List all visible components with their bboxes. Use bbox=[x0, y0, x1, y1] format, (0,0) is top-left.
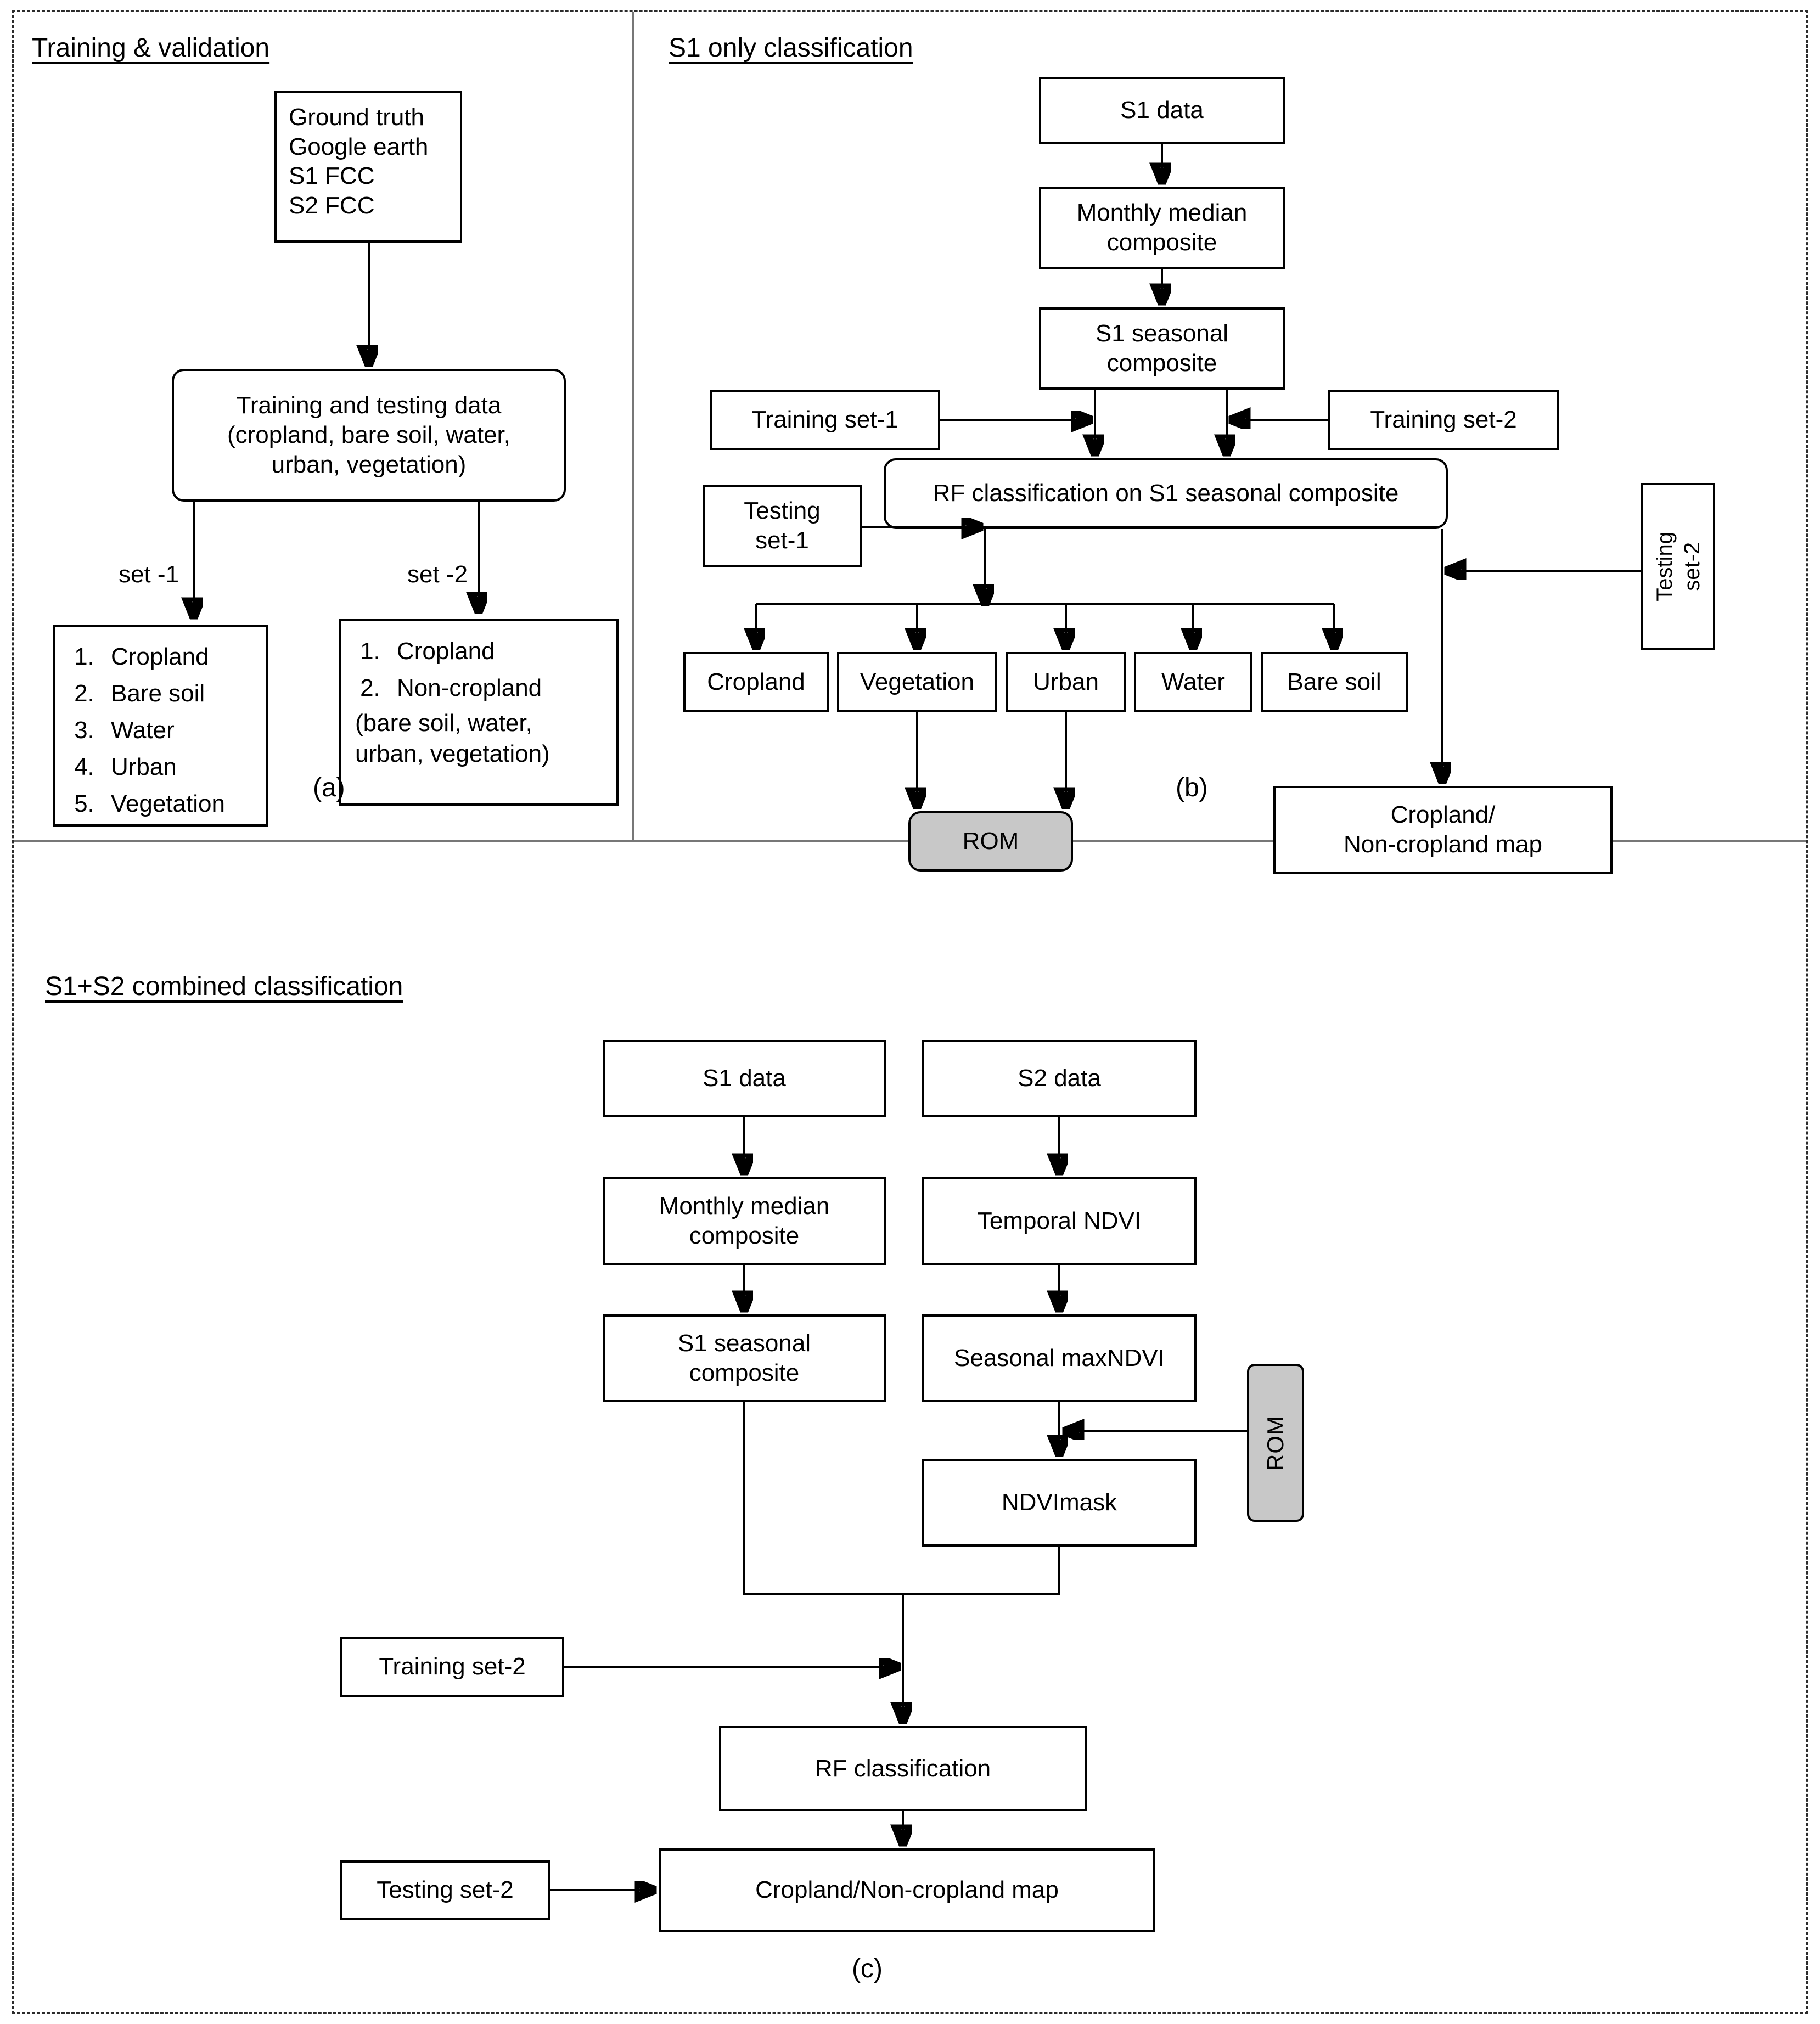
panel-a-heading: Training & validation bbox=[32, 33, 270, 63]
node-b-class-bare-soil: Bare soil bbox=[1261, 652, 1408, 712]
list-item: Bare soil bbox=[101, 676, 259, 712]
panel-b-caption: (b) bbox=[1176, 773, 1208, 802]
node-c-training-set-2: Training set-2 bbox=[340, 1637, 564, 1697]
panel-separator-vertical bbox=[632, 12, 634, 841]
node-c-rom: ROM bbox=[1247, 1364, 1304, 1522]
node-c-testing-set-2: Testing set-2 bbox=[340, 1860, 550, 1920]
testing-set-2-label: Testing set-2 bbox=[1652, 532, 1704, 601]
panel-b-heading: S1 only classification bbox=[669, 33, 913, 63]
node-b-training-set-1: Training set-1 bbox=[710, 390, 940, 450]
node-c-cropland-noncropland-map: Cropland/Non-cropland map bbox=[659, 1848, 1155, 1932]
node-b-training-set-2: Training set-2 bbox=[1328, 390, 1559, 450]
node-c-rf-classification: RF classification bbox=[719, 1726, 1087, 1811]
node-b-s1-data: S1 data bbox=[1039, 77, 1285, 144]
rom-label: ROM bbox=[1262, 1415, 1288, 1471]
panel-a-caption: (a) bbox=[313, 773, 345, 802]
node-c-ndvimask: NDVImask bbox=[922, 1459, 1197, 1547]
node-b-class-vegetation: Vegetation bbox=[837, 652, 997, 712]
node-b-rf-classification: RF classification on S1 seasonal composi… bbox=[884, 458, 1448, 529]
edge-label-set-2: set -2 bbox=[407, 561, 468, 588]
list-item: Vegetation bbox=[101, 786, 259, 823]
node-b-class-cropland: Cropland bbox=[683, 652, 829, 712]
node-c-s1-data: S1 data bbox=[603, 1040, 886, 1117]
panel-c-caption: (c) bbox=[852, 1954, 883, 1983]
node-b-rom: ROM bbox=[908, 811, 1073, 872]
set-1-class-list: Cropland Bare soil Water Urban Vegetatio… bbox=[53, 625, 268, 827]
panel-c-heading: S1+S2 combined classification bbox=[45, 972, 403, 1001]
list-item: Cropland bbox=[387, 633, 609, 670]
node-ground-truth-sources: Ground truth Google earth S1 FCC S2 FCC bbox=[274, 91, 462, 243]
node-c-temporal-ndvi: Temporal NDVI bbox=[922, 1177, 1197, 1265]
set-2-note: (bare soil, water, urban, vegetation) bbox=[355, 709, 550, 768]
node-b-testing-set-1: Testing set-1 bbox=[703, 485, 862, 567]
set-2-class-list: Cropland Non-cropland (bare soil, water,… bbox=[339, 619, 619, 806]
node-c-s2-data: S2 data bbox=[922, 1040, 1197, 1117]
node-b-testing-set-2: Testing set-2 bbox=[1641, 483, 1715, 650]
outer-dashed-frame bbox=[12, 10, 1808, 2014]
node-c-monthly-median-composite: Monthly median composite bbox=[603, 1177, 886, 1265]
edge-label-set-1: set -1 bbox=[119, 561, 179, 588]
node-b-cropland-noncropland-map: Cropland/ Non-cropland map bbox=[1273, 786, 1613, 874]
node-c-s1-seasonal-composite: S1 seasonal composite bbox=[603, 1314, 886, 1402]
list-item: Urban bbox=[101, 749, 259, 786]
node-b-monthly-median-composite: Monthly median composite bbox=[1039, 187, 1285, 269]
node-b-s1-seasonal-composite: S1 seasonal composite bbox=[1039, 307, 1285, 390]
list-item: Cropland bbox=[101, 639, 259, 676]
list-item: Water bbox=[101, 712, 259, 749]
list-item: Non-cropland bbox=[387, 670, 609, 707]
node-c-seasonal-maxndvi: Seasonal maxNDVI bbox=[922, 1314, 1197, 1402]
node-b-class-water: Water bbox=[1134, 652, 1252, 712]
node-b-class-urban: Urban bbox=[1006, 652, 1126, 712]
node-training-testing-data: Training and testing data (cropland, bar… bbox=[172, 369, 566, 502]
